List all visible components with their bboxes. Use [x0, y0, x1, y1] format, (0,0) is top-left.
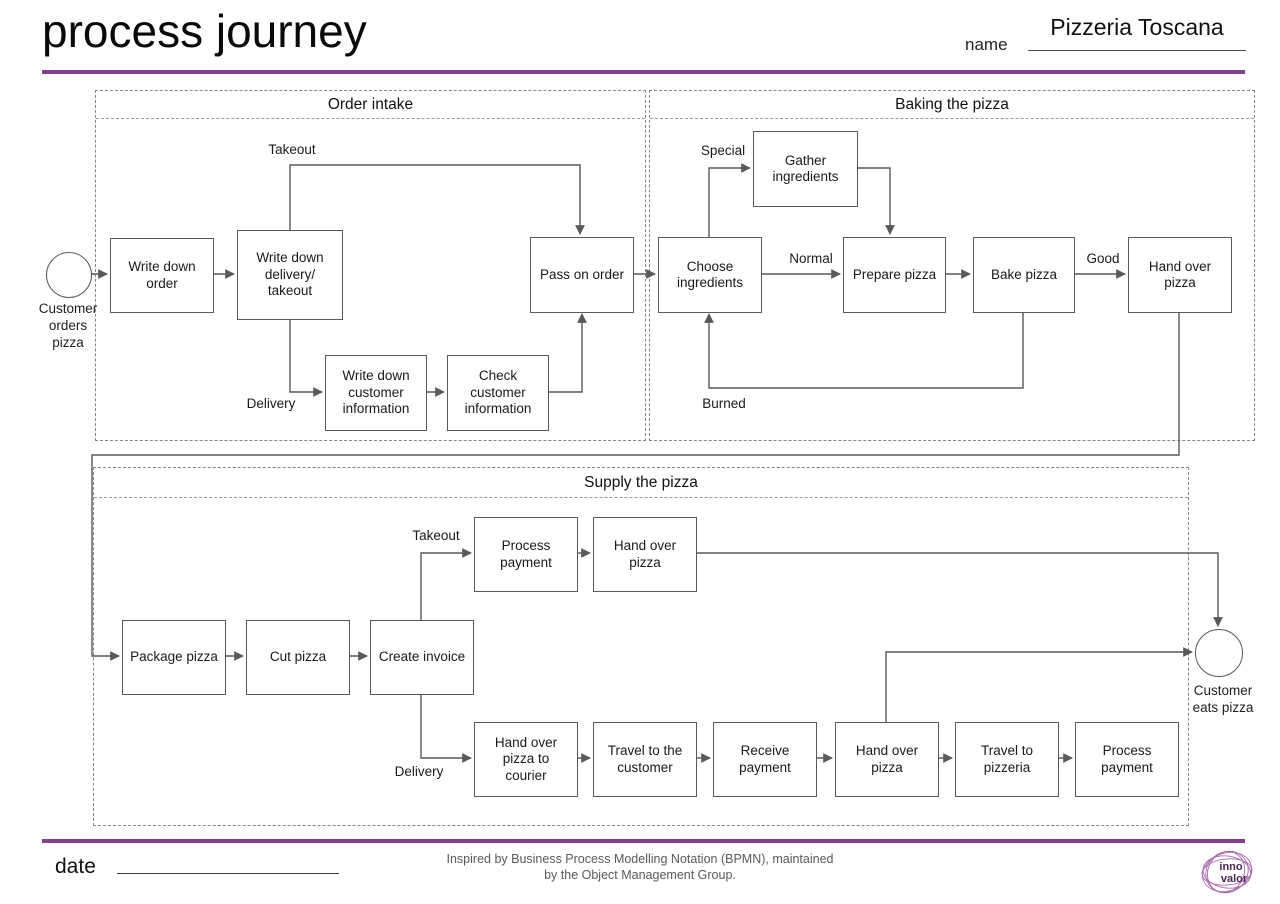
task-gather-ingredients: Gather ingredients: [753, 131, 858, 207]
edge-label-special: Special: [700, 143, 746, 158]
task-travel-to-customer: Travel to the customer: [593, 722, 697, 797]
task-hand-over-pizza-to-courier: Hand over pizza to courier: [474, 722, 578, 797]
date-underline: [117, 873, 339, 874]
task-package-pizza: Package pizza: [122, 620, 226, 695]
logo-text-bottom: valor: [1221, 873, 1248, 885]
credit-line-1: Inspired by Business Process Modelling N…: [446, 852, 834, 866]
task-process-payment-delivery: Process payment: [1075, 722, 1179, 797]
end-event-label: Customer eats pizza: [1192, 683, 1254, 715]
task-travel-to-pizzeria: Travel to pizzeria: [955, 722, 1059, 797]
task-pass-on-order: Pass on order: [530, 237, 634, 313]
task-prepare-pizza: Prepare pizza: [843, 237, 946, 313]
end-event-circle: [1195, 629, 1243, 677]
edge-label-delivery-supply: Delivery: [394, 764, 444, 779]
edge-label-good: Good: [1086, 251, 1120, 266]
credit-text: Inspired by Business Process Modelling N…: [390, 851, 890, 883]
name-underline: [1028, 50, 1246, 51]
task-choose-ingredients: Choose ingredients: [658, 237, 762, 313]
page-title: process journey: [42, 5, 367, 57]
edge-label-delivery-intake: Delivery: [246, 396, 296, 411]
task-check-customer-information: Check customer information: [447, 355, 549, 431]
task-hand-over-pizza-delivery: Hand over pizza: [835, 722, 939, 797]
logo-text-top: inno: [1219, 861, 1242, 873]
task-bake-pizza: Bake pizza: [973, 237, 1075, 313]
footer-accent-rule: [42, 839, 1245, 843]
task-receive-payment: Receive payment: [713, 722, 817, 797]
task-write-down-customer-information: Write down customer information: [325, 355, 427, 431]
task-write-down-order: Write down order: [110, 238, 214, 313]
name-label: name: [965, 35, 1008, 54]
task-process-payment-takeout: Process payment: [474, 517, 578, 592]
innovalor-logo: inno valor: [1201, 850, 1253, 894]
edge-label-burned: Burned: [702, 396, 746, 411]
task-create-invoice: Create invoice: [370, 620, 474, 695]
edge-label-normal: Normal: [789, 251, 833, 266]
start-event-label: Customer orders pizza: [38, 301, 98, 350]
edge-label-takeout-intake: Takeout: [268, 142, 316, 157]
credit-line-2: by the Object Management Group.: [544, 868, 736, 882]
task-write-down-delivery-takeout: Write down delivery/ takeout: [237, 230, 343, 320]
task-hand-over-pizza-baking: Hand over pizza: [1128, 237, 1232, 313]
date-label: date: [55, 855, 96, 878]
section-order-intake-title: Order intake: [96, 91, 645, 119]
section-baking-title: Baking the pizza: [650, 91, 1254, 119]
task-cut-pizza: Cut pizza: [246, 620, 350, 695]
edge-label-takeout-supply: Takeout: [412, 528, 460, 543]
name-value: Pizzeria Toscana: [1050, 14, 1224, 40]
section-supply-title: Supply the pizza: [94, 468, 1188, 498]
start-event-circle: [46, 252, 92, 298]
header-accent-rule: [42, 70, 1245, 74]
task-hand-over-pizza-takeout: Hand over pizza: [593, 517, 697, 592]
